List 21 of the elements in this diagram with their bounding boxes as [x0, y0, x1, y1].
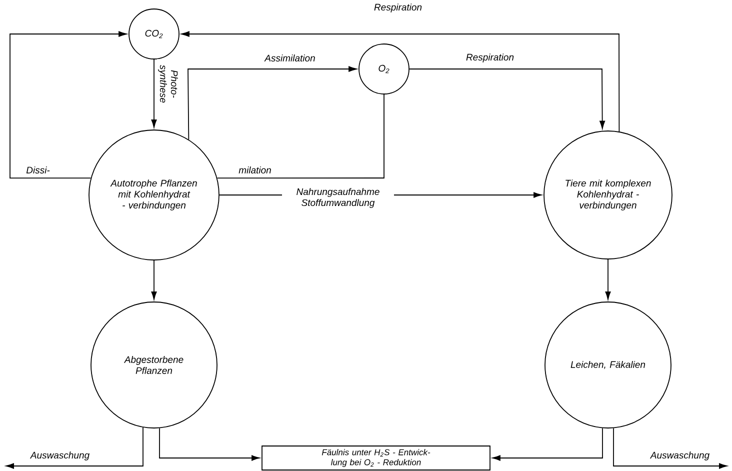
edge-label: Nahrungsaufnahme Stoffumwandlung [282, 187, 394, 209]
arrow [409, 68, 606, 129]
edge-label: Dissi- [25, 166, 51, 174]
edge-label: Respiration [464, 52, 516, 64]
edge-label: Photo- synthese [157, 59, 179, 109]
arrow [613, 428, 728, 469]
arrow [181, 31, 620, 132]
arrow [10, 31, 127, 178]
arrow [188, 66, 357, 140]
arrow [159, 428, 260, 461]
edge-label: Assimilation [264, 54, 316, 62]
arrow [151, 59, 157, 128]
process-box: Fäulnis unter H$_{2}$S - Entwick- lung bei O$_{2}$ - Reduktion [262, 446, 490, 470]
edge-label: Auswaschung [29, 450, 91, 462]
arrow [6, 427, 144, 469]
edge-label: milation [238, 166, 272, 174]
arrow [605, 259, 611, 300]
edge-label: Respiration [372, 2, 424, 14]
edge-label: Auswaschung [649, 450, 711, 462]
arrow [151, 260, 157, 300]
arrow [492, 428, 603, 461]
